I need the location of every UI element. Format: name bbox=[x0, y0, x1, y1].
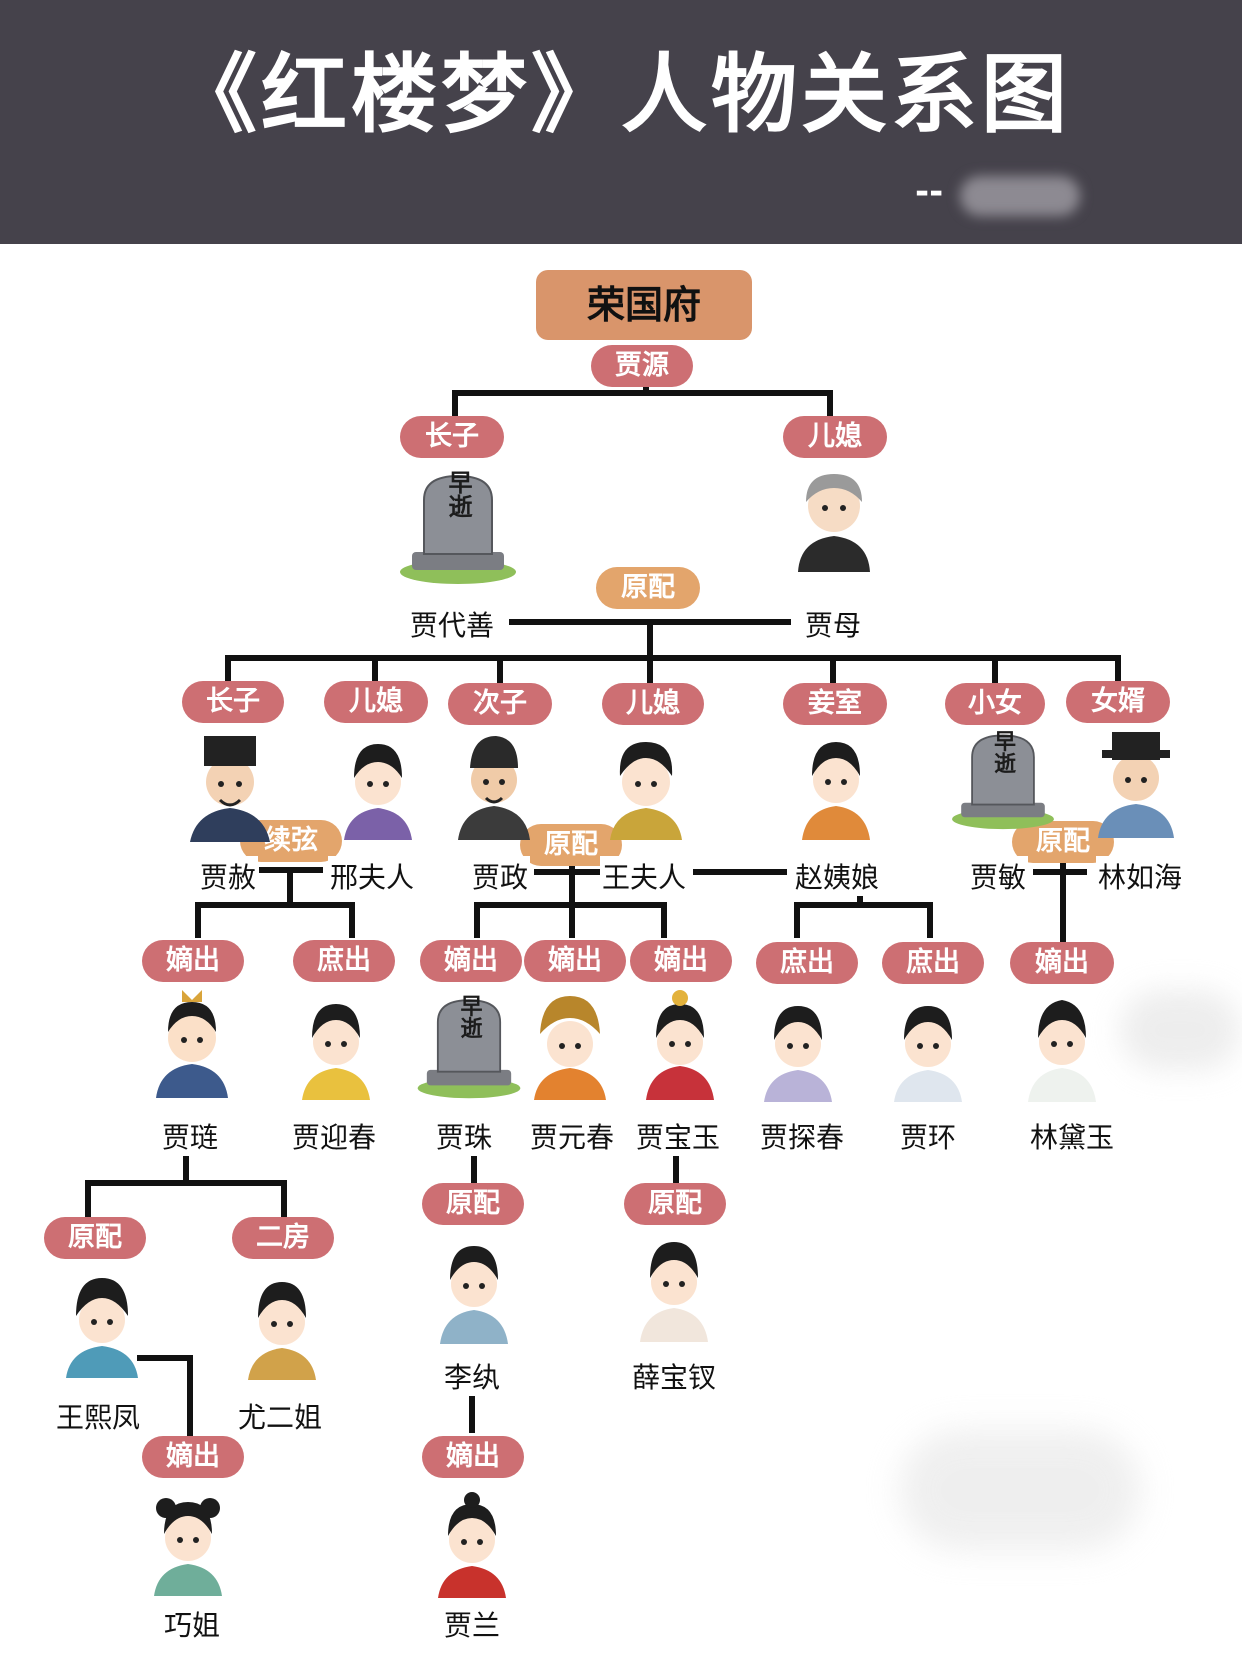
avatar-jia-tanchun bbox=[760, 994, 836, 1102]
pill-legitimate-6: 嫡出 bbox=[142, 1436, 244, 1478]
pill-original-wife-6: 原配 bbox=[624, 1183, 726, 1225]
tombstone-jia-zhu: 早逝 bbox=[414, 992, 524, 1100]
name-xue-baochai: 薛宝钗 bbox=[630, 1356, 719, 1396]
name-lin-ruhai: 林如海 bbox=[1096, 856, 1185, 896]
pill-legitimate-3: 嫡出 bbox=[524, 940, 626, 982]
pill-legitimate-5: 嫡出 bbox=[1010, 942, 1114, 984]
pill-second-son: 次子 bbox=[448, 683, 552, 725]
name-jia-tanchun: 贾探春 bbox=[758, 1116, 847, 1156]
svg-text:早逝: 早逝 bbox=[444, 470, 472, 519]
avatar-li-wan bbox=[436, 1232, 512, 1344]
svg-text:早逝: 早逝 bbox=[991, 730, 1016, 774]
name-lin-daiyu: 林黛玉 bbox=[1028, 1116, 1117, 1156]
pill-legitimate-7: 嫡出 bbox=[422, 1436, 524, 1478]
name-qiao-jie: 巧姐 bbox=[162, 1604, 223, 1644]
avatar-wang-furen bbox=[604, 730, 688, 840]
avatar-lin-daiyu bbox=[1024, 990, 1100, 1102]
rongguo-mansion-box: 荣国府 bbox=[536, 270, 752, 340]
avatar-lin-ruhai bbox=[1096, 726, 1176, 838]
avatar-xing-furen bbox=[340, 730, 416, 840]
name-jia-lan: 贾兰 bbox=[442, 1604, 503, 1644]
name-jia-zheng: 贾政 bbox=[470, 856, 531, 896]
header-banner: 《红楼梦》人物关系图 -- bbox=[0, 0, 1242, 244]
name-jia-daishan: 贾代善 bbox=[408, 604, 497, 644]
author-prefix: -- bbox=[915, 172, 944, 212]
pill-daughter-in-law-3: 儿媳 bbox=[602, 683, 704, 725]
avatar-jia-she bbox=[190, 730, 270, 842]
avatar-jia-lian bbox=[152, 986, 232, 1098]
pill-original-wife: 原配 bbox=[596, 567, 700, 609]
name-jia-lian: 贾琏 bbox=[160, 1116, 221, 1156]
avatar-wang-xifeng bbox=[60, 1268, 144, 1378]
avatar-jia-lan bbox=[432, 1488, 512, 1598]
pill-eldest-son: 长子 bbox=[400, 416, 504, 458]
name-jia-min: 贾敏 bbox=[968, 856, 1029, 896]
pill-illegitimate-1: 庶出 bbox=[293, 940, 395, 982]
avatar-jia-baoyu bbox=[642, 988, 718, 1100]
avatar-jia-mu bbox=[792, 462, 876, 572]
name-jia-she: 贾赦 bbox=[198, 856, 259, 896]
avatar-qiao-jie bbox=[148, 1486, 228, 1596]
pill-legitimate-1: 嫡出 bbox=[142, 940, 244, 982]
name-wang-furen: 王夫人 bbox=[600, 856, 689, 896]
name-jia-yingchun: 贾迎春 bbox=[290, 1116, 379, 1156]
name-wang-xifeng: 王熙凤 bbox=[54, 1396, 143, 1436]
pill-daughter-in-law-2: 儿媳 bbox=[324, 681, 428, 723]
pill-son-in-law: 女婿 bbox=[1066, 681, 1170, 723]
avatar-jia-yingchun bbox=[298, 990, 374, 1100]
tombstone-jia-daishan: 早逝 bbox=[398, 468, 518, 586]
name-xing-furen: 邢夫人 bbox=[328, 856, 417, 896]
avatar-xue-baochai bbox=[636, 1230, 712, 1342]
svg-text:早逝: 早逝 bbox=[457, 995, 483, 1039]
name-jia-baoyu: 贾宝玉 bbox=[634, 1116, 723, 1156]
pill-jia-yuan: 贾源 bbox=[591, 345, 693, 387]
pill-legitimate-2: 嫡出 bbox=[420, 940, 522, 982]
pill-concubine: 妾室 bbox=[783, 683, 887, 725]
tombstone-jia-min: 早逝 bbox=[948, 730, 1058, 830]
pill-legitimate-4: 嫡出 bbox=[630, 940, 732, 982]
name-jia-zhu: 贾珠 bbox=[434, 1116, 495, 1156]
avatar-jia-huan bbox=[890, 994, 966, 1102]
pill-eldest-son-2: 长子 bbox=[182, 681, 284, 723]
watermark-blur bbox=[900, 1430, 1140, 1550]
name-zhao-yiniang: 赵姨娘 bbox=[793, 856, 882, 896]
pill-illegitimate-2: 庶出 bbox=[756, 942, 858, 984]
pill-original-wife-4: 原配 bbox=[44, 1217, 146, 1259]
pill-illegitimate-3: 庶出 bbox=[882, 942, 984, 984]
name-you-erjie: 尤二姐 bbox=[236, 1396, 325, 1436]
pill-second-wife: 二房 bbox=[232, 1217, 334, 1259]
avatar-you-erjie bbox=[244, 1272, 320, 1380]
avatar-jia-yuanchun bbox=[528, 990, 612, 1100]
watermark-blur-2 bbox=[1120, 990, 1240, 1070]
avatar-jia-zheng bbox=[456, 728, 532, 840]
pill-youngest-daughter: 小女 bbox=[945, 683, 1045, 725]
author-blurred bbox=[960, 176, 1080, 216]
pill-daughter-in-law: 儿媳 bbox=[783, 416, 887, 458]
name-jia-yuanchun: 贾元春 bbox=[528, 1116, 617, 1156]
page-title: 《红楼梦》人物关系图 bbox=[171, 45, 1071, 145]
name-li-wan: 李纨 bbox=[442, 1356, 503, 1396]
name-jia-mu: 贾母 bbox=[803, 604, 864, 644]
avatar-zhao-yiniang bbox=[798, 728, 874, 840]
pill-original-wife-5: 原配 bbox=[422, 1183, 524, 1225]
name-jia-huan: 贾环 bbox=[898, 1116, 959, 1156]
